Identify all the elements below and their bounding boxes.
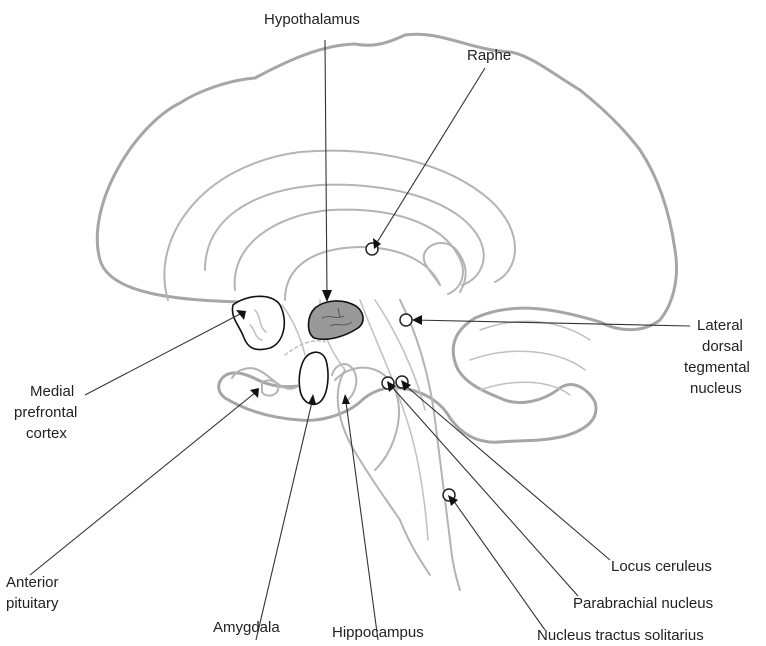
- spinal-cord-back: [450, 540, 460, 590]
- fornix: [285, 247, 440, 300]
- label-ldt: Lateral dorsal tegmental nucleus: [684, 317, 750, 397]
- leader-hippocampus: [346, 402, 378, 640]
- tip-hypothalamus: [322, 290, 332, 302]
- corpus-callosum-lower: [235, 210, 463, 294]
- label-ldt-line2: dorsal: [702, 338, 743, 355]
- label-ldt-line3: tegmental: [684, 359, 750, 376]
- label-mpfc-line2: prefrontal: [14, 404, 77, 421]
- tract-line-1: [360, 300, 428, 540]
- label-hypothalamus: Hypothalamus: [264, 11, 360, 28]
- label-pituitary: Anterior pituitary: [6, 574, 59, 612]
- tip-ldt: [412, 315, 422, 325]
- leader-locus: [406, 386, 610, 560]
- label-pituitary-line1: Anterior: [6, 574, 59, 591]
- tip-pituitary: [250, 388, 259, 398]
- optic-region: [282, 305, 305, 355]
- leader-hypothalamus: [325, 40, 327, 298]
- leader-amygdala: [256, 402, 312, 640]
- leader-lines: [30, 40, 690, 640]
- label-hippocampus: Hippocampus: [332, 624, 424, 641]
- leader-parabrachial: [392, 387, 578, 596]
- brainstem-anterior: [338, 370, 400, 520]
- label-ldt-line1: Lateral: [697, 317, 743, 334]
- label-locus-ceruleus: Locus ceruleus: [611, 558, 712, 575]
- label-ldt-line4: nucleus: [690, 380, 742, 397]
- label-mpfc: Medial prefrontal cortex: [14, 383, 77, 442]
- hypothalamus-shape: [308, 301, 363, 339]
- label-mpfc-line3: cortex: [26, 425, 67, 442]
- spinal-cord-front: [400, 520, 430, 575]
- medial-prefrontal-cortex-shape: [232, 296, 284, 349]
- label-raphe: Raphe: [467, 47, 511, 64]
- leader-ldt: [414, 320, 690, 326]
- label-nts: Nucleus tractus solitarius: [537, 627, 704, 644]
- label-mpfc-line1: Medial: [30, 383, 74, 400]
- leader-nts: [453, 500, 545, 630]
- ldt-nucleus-marker: [400, 314, 412, 326]
- label-pituitary-line2: pituitary: [6, 595, 59, 612]
- label-amygdala: Amygdala: [213, 619, 280, 636]
- label-parabrachial: Parabrachial nucleus: [573, 595, 713, 612]
